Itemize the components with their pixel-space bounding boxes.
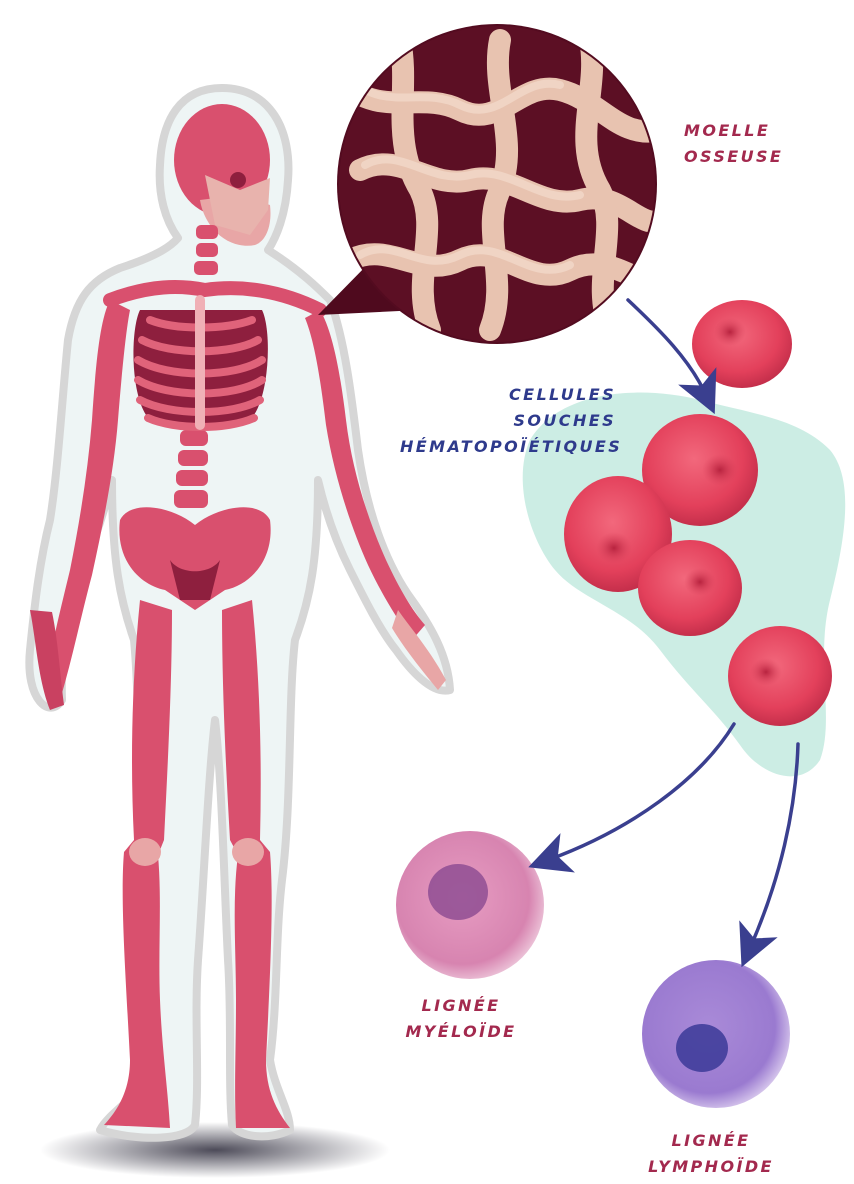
label-line: SOUCHES	[400, 408, 616, 434]
myeloid-cell	[396, 831, 544, 979]
label-line: LIGNÉE	[396, 993, 526, 1019]
ground-shadow	[40, 1122, 390, 1178]
ribcage	[133, 300, 267, 430]
label-line: HÉMATOPOÏÉTIQUES	[400, 434, 616, 460]
label-myeloid-lineage: LIGNÉE MYÉLOÏDE	[396, 993, 526, 1045]
label-line: LIGNÉE	[646, 1128, 776, 1154]
label-line: MOELLE	[684, 118, 783, 144]
label-line: MYÉLOÏDE	[396, 1019, 526, 1045]
label-line: LYMPHOÏDE	[646, 1154, 776, 1180]
label-line: CELLULES	[400, 382, 616, 408]
red-cell	[692, 300, 792, 388]
label-lymphoid-lineage: LIGNÉE LYMPHOÏDE	[646, 1128, 776, 1180]
label-stem-cells: CELLULES SOUCHES HÉMATOPOÏÉTIQUES	[400, 382, 616, 460]
lymphoid-cell	[642, 960, 790, 1108]
bone-marrow-magnifier-icon	[318, 24, 660, 344]
arrow-to-myeloid	[548, 724, 734, 860]
label-bone-marrow: MOELLE OSSEUSE	[684, 118, 783, 170]
label-line: OSSEUSE	[684, 144, 783, 170]
